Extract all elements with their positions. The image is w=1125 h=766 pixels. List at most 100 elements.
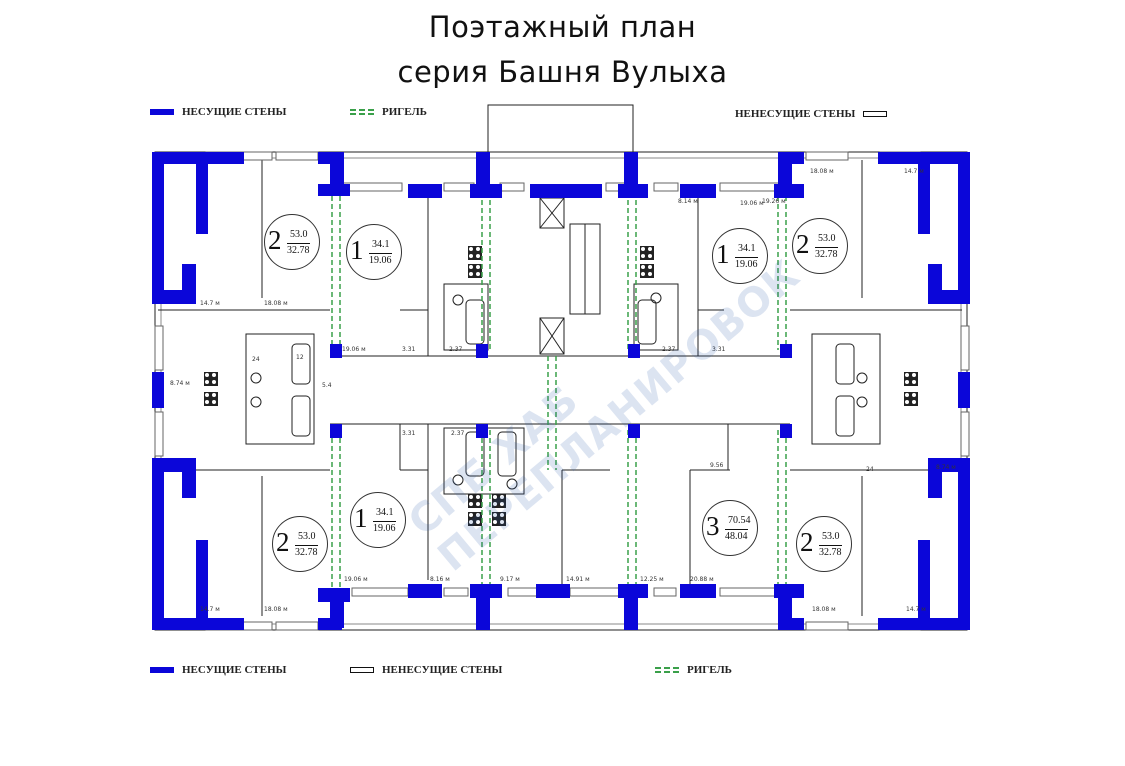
apartment-rooms: 2 [796,229,810,259]
window-opening [569,587,623,597]
stove-burner [500,502,504,506]
toilet [452,294,464,306]
legend-label: НЕНЕСУЩИЕ СТЕНЫ [382,664,503,676]
non-load-bearing-swatch [863,111,888,117]
dimension-label: 18.08 м [812,606,836,613]
apartment-total-area: 70.54 [728,515,751,526]
stove-burner [212,373,216,377]
apartment-total-area: 34.1 [372,239,390,250]
apartment-living-area: 32.78 [815,247,838,260]
window-opening [443,182,475,192]
apartment-total-area: 34.1 [738,243,756,254]
shaft-cross [539,197,565,229]
stove-burner [212,393,216,397]
load-bearing-wall [476,344,488,358]
stove-burner [905,373,909,377]
stove-burner [476,254,480,258]
stove-burner [641,265,645,269]
dimension-label: 19.06 м [342,346,366,353]
load-bearing-wall [330,344,342,358]
window-opening [275,151,319,161]
load-bearing-wall [780,618,804,630]
bathtub [637,299,657,345]
apartment-living-area: 19.06 [369,253,392,266]
dimension-label: 14.7 м [906,606,926,613]
apartment-living-area: 19.06 [735,257,758,270]
load-bearing-wall [958,372,970,408]
load-bearing-swatch [150,109,174,115]
load-bearing-wall [330,424,342,438]
stove-burner [469,502,473,506]
window-opening [351,587,409,597]
shaft-cross [539,317,565,355]
toilet [250,396,262,408]
toilet [856,372,868,384]
stove-burner [641,247,645,251]
dimension-label: 14.7 м [904,168,924,175]
window-opening [805,151,849,161]
stove-burner [469,520,473,524]
legend-non-load-bearing-bottom: НЕНЕСУЩИЕ СТЕНЫ [350,664,502,676]
kitchen-stoves [204,246,918,526]
load-bearing-swatch [150,667,174,673]
apartment-living-area: 48.04 [725,529,748,542]
apartment-marker-top-center-left: 1 34.1 19.06 [346,224,402,280]
stove-burner [905,393,909,397]
stove-burner [500,513,504,517]
apartment-marker-bottom-center-right: 3 70.54 48.04 [702,500,758,556]
load-bearing-wall [928,264,942,304]
wet-core [811,333,881,445]
toilet [452,474,464,486]
apartment-marker-bottom-right: 2 53.0 32.78 [796,516,852,572]
stove-burner [648,247,652,251]
legend-label: РИГЕЛЬ [382,106,427,118]
stove-burner [205,393,209,397]
stove-burner [205,400,209,404]
load-bearing-wall [182,264,196,304]
stove-burner [648,265,652,269]
apartment-rooms: 2 [268,225,282,255]
stove-burner [476,272,480,276]
stove-burner [476,247,480,251]
stove-burner [493,520,497,524]
dimension-label: 12.25 м [640,576,664,583]
apartment-total-area: 53.0 [818,233,836,244]
load-bearing-wall [878,152,970,164]
load-bearing-wall [780,424,792,438]
apartment-marker-top-center-right: 1 34.1 19.06 [712,228,768,284]
apartment-living-area: 19.06 [373,521,396,534]
wet-core [443,283,489,351]
load-bearing-wall [680,584,716,598]
wet-core [245,333,315,445]
load-bearing-wall [152,372,164,408]
non-load-bearing-swatch [350,667,374,673]
stove-burner [912,373,916,377]
stove-burner [476,265,480,269]
dimension-label: 18.08 м [810,168,834,175]
window-opening [653,587,677,597]
bathtub [465,299,485,345]
stove-burner [905,380,909,384]
load-bearing-wall [628,344,640,358]
stove-burner [469,254,473,258]
dimension-label: 3.31 [402,430,416,437]
dimension-label: 8.14 м [678,198,698,205]
load-bearing-wall [958,472,970,630]
load-bearing-wall [182,458,196,498]
dimension-label: 24 [866,466,874,473]
stove-burner [476,495,480,499]
apartment-living-area: 32.78 [287,243,310,256]
load-bearing-wall [152,472,164,630]
stove-burner [641,254,645,258]
window-opening [507,587,539,597]
load-bearing-wall [618,184,648,198]
load-bearing-wall [536,584,570,598]
legend-riegel-bottom: РИГЕЛЬ [655,664,732,676]
bathtub [465,431,485,477]
stove-burner [476,502,480,506]
apartment-marker-bottom-center-left: 1 34.1 19.06 [350,492,406,548]
apartment-rooms: 2 [800,527,814,557]
stove-burner [500,495,504,499]
stove-burner [469,495,473,499]
dimension-label: 19.26 м [762,198,786,205]
